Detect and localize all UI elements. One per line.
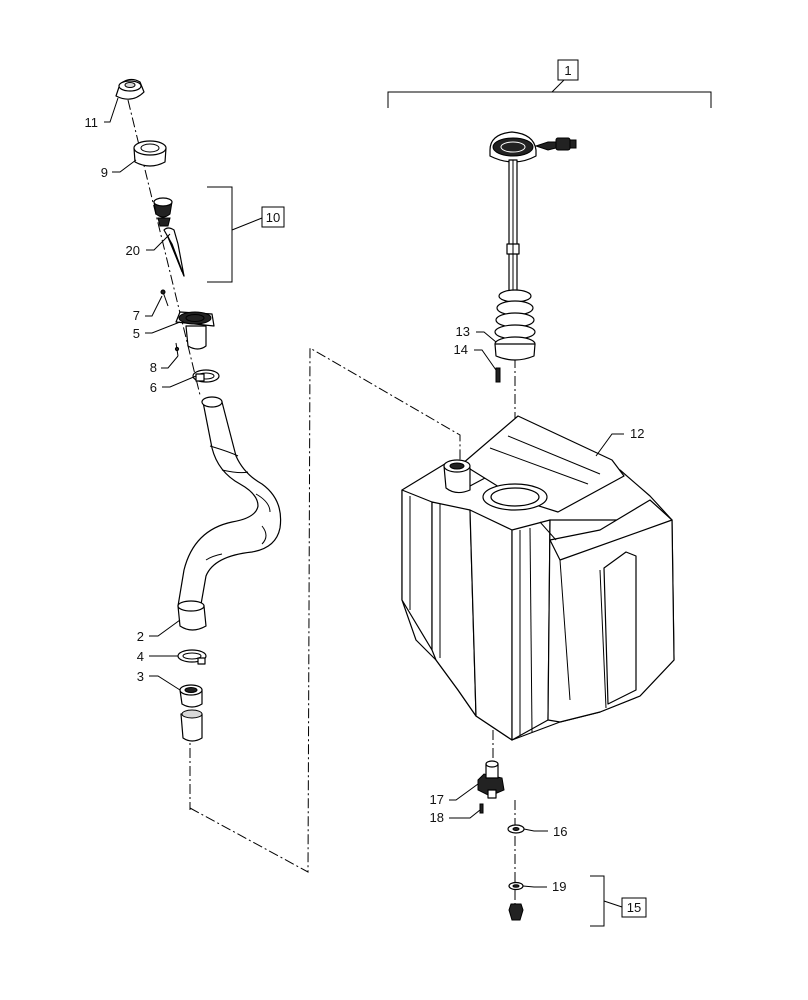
bracket-10-leader xyxy=(231,217,263,231)
washer-19 xyxy=(508,881,524,891)
fuel-sender-head xyxy=(489,131,577,163)
callout-1-box xyxy=(557,59,579,81)
callout-2: 2 xyxy=(137,629,144,644)
callout-4: 4 xyxy=(137,649,144,664)
callout-12: 12 xyxy=(630,426,644,441)
screw-8 xyxy=(174,342,180,357)
filler-cap xyxy=(115,78,145,100)
callout-11: 11 xyxy=(85,115,99,130)
washer-16 xyxy=(507,824,525,834)
filler-hose xyxy=(177,396,282,631)
callout-18: 18 xyxy=(430,810,444,825)
callout-17: 17 xyxy=(430,792,444,807)
bracket-15 xyxy=(590,875,605,927)
screw-18 xyxy=(479,803,484,814)
sender-pin xyxy=(495,367,501,383)
hose-clamp-lower xyxy=(177,649,207,665)
filler-collar xyxy=(133,140,167,167)
fuel-sender-tube xyxy=(506,159,520,293)
callout-6: 6 xyxy=(150,380,157,395)
callout-labels: 11 9 20 7 5 8 6 2 4 3 10 1 12 13 14 17 1… xyxy=(85,59,647,918)
callout-15-box xyxy=(621,897,647,918)
callout-7: 7 xyxy=(133,308,140,323)
callout-10: 10 xyxy=(266,210,280,225)
bracket-1-leader xyxy=(551,79,565,93)
callout-1: 1 xyxy=(564,63,571,78)
hose-fitting xyxy=(179,684,203,742)
drain-fitting xyxy=(477,760,505,799)
callout-15: 15 xyxy=(627,900,641,915)
callout-5: 5 xyxy=(133,326,140,341)
callout-9: 9 xyxy=(101,165,108,180)
filler-neck xyxy=(175,311,215,350)
callout-10-box xyxy=(261,206,285,228)
hose-clamp-upper xyxy=(192,369,220,383)
strainer-neck xyxy=(153,197,173,227)
callout-14: 14 xyxy=(454,342,468,357)
callout-19: 19 xyxy=(552,879,566,894)
strainer-filter xyxy=(163,227,185,277)
callout-8: 8 xyxy=(150,360,157,375)
callout-16: 16 xyxy=(553,824,567,839)
sender-spring xyxy=(494,289,536,361)
bracket-15-leader xyxy=(603,900,623,908)
drain-plug xyxy=(508,903,524,921)
leader-lines xyxy=(104,97,624,888)
bracket-1 xyxy=(387,91,712,108)
fuel-tank xyxy=(401,415,675,741)
callout-3: 3 xyxy=(137,669,144,684)
bracket-10 xyxy=(207,186,233,283)
callout-20: 20 xyxy=(126,243,140,258)
callout-13: 13 xyxy=(456,324,470,339)
screw-7 xyxy=(160,289,169,307)
